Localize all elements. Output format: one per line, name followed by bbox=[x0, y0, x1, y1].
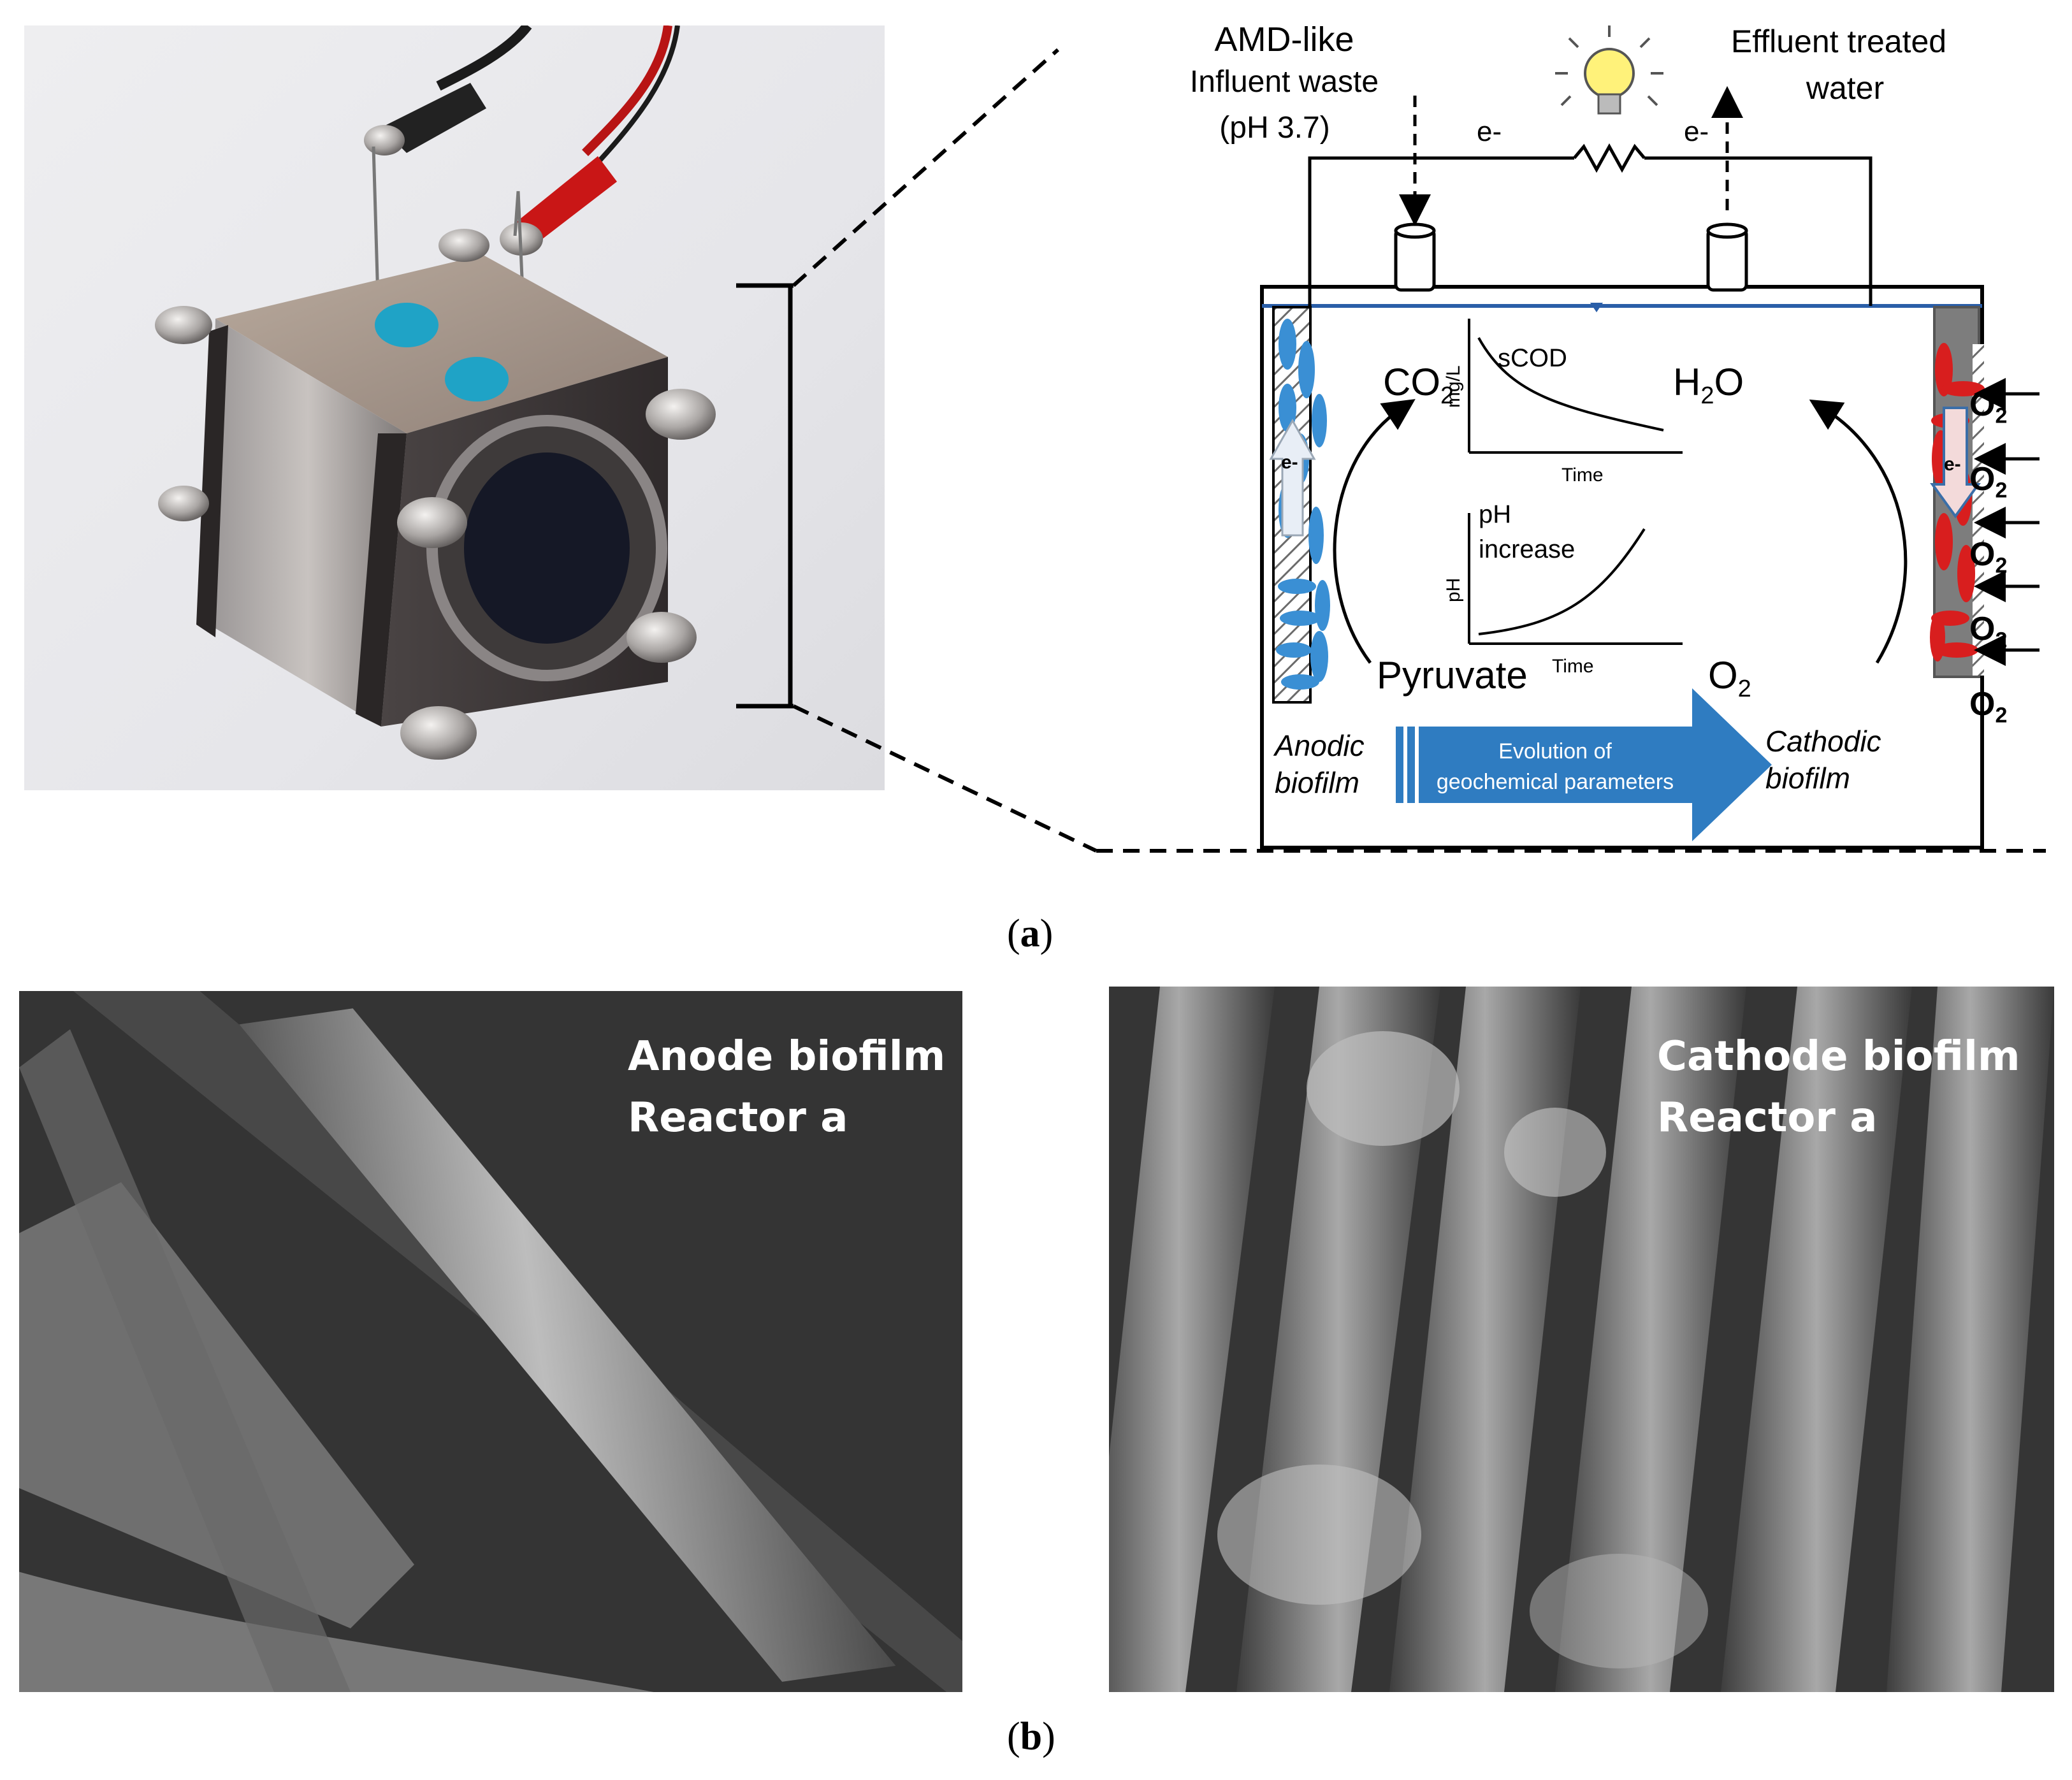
reactor-photo-drawing bbox=[155, 25, 716, 760]
evolution-arrow: Evolution of geochemical parameters bbox=[1396, 688, 1772, 841]
cathode-sem-label: Cathode biofilm Reactor a bbox=[1657, 1026, 2020, 1148]
cathode-sem-label-2: Reactor a bbox=[1657, 1094, 1878, 1141]
o2-cathode-label: O2 bbox=[1708, 653, 1751, 703]
scod-chart: sCOD mg/L Time bbox=[1443, 319, 1683, 486]
inlet-label-2: Influent waste bbox=[1189, 65, 1379, 99]
oxygen-input-4: O2 bbox=[1969, 611, 2008, 653]
mfc-schematic-drawing: e- e- bbox=[1260, 25, 2043, 850]
cathode-electron-arrow bbox=[1930, 407, 1981, 519]
oxygen-input-2: O2 bbox=[1969, 461, 2008, 503]
inlet-label-3: (pH 3.7) bbox=[1219, 111, 1330, 145]
h2o-label: H2O bbox=[1673, 360, 1744, 410]
anode-sem-label-2: Reactor a bbox=[628, 1094, 848, 1141]
anode-electron-label: e- bbox=[1281, 452, 1298, 473]
anode-reaction-arrow bbox=[1333, 399, 1416, 664]
h2o-main: H bbox=[1673, 361, 1701, 403]
pyruvate-label: Pyruvate bbox=[1377, 654, 1528, 697]
o2-main: O bbox=[1708, 654, 1738, 697]
ph-curve bbox=[1478, 528, 1646, 635]
cathode-reaction-arrow bbox=[1809, 399, 1908, 664]
electron-flow-right: e- bbox=[1684, 116, 1709, 147]
black-clip bbox=[381, 83, 486, 153]
sem-cathode-image bbox=[1109, 987, 2054, 1692]
oxygen-input-5: O2 bbox=[1969, 685, 2008, 727]
scod-curve bbox=[1477, 337, 1664, 431]
caption-b-letter: b bbox=[1020, 1715, 1043, 1758]
ph-chart: pH increase pH Time bbox=[1443, 500, 1683, 677]
co2-label: CO2 bbox=[1383, 360, 1454, 410]
light-bulb-icon bbox=[1555, 25, 1663, 115]
oxygen-input-1: O2 bbox=[1969, 386, 2008, 428]
red-clip bbox=[515, 156, 617, 245]
outlet-label-2: water bbox=[1806, 70, 1885, 106]
scod-series-label: sCOD bbox=[1498, 344, 1567, 372]
sem-anode-drawing bbox=[19, 991, 962, 1692]
oxygen-input-arrows bbox=[1974, 378, 2043, 666]
cathode-electron-label: e- bbox=[1944, 454, 1961, 475]
inlet-label-1: AMD-like bbox=[1214, 20, 1354, 59]
anode-sem-label: Anode biofilm Reactor a bbox=[628, 1026, 945, 1148]
caption-a-letter: a bbox=[1020, 912, 1040, 955]
electron-flow-left: e- bbox=[1477, 116, 1502, 147]
sem-anode-image bbox=[19, 991, 962, 1692]
anode-sem-label-1: Anode biofilm bbox=[628, 1033, 946, 1080]
scod-ylabel: mg/L bbox=[1443, 365, 1464, 408]
o2-sub: 2 bbox=[1737, 676, 1751, 702]
caption-b: (b) bbox=[1007, 1715, 1055, 1758]
h2o-end: O bbox=[1714, 361, 1744, 403]
anodic-label-2: biofilm bbox=[1275, 766, 1359, 799]
ph-xlabel: Time bbox=[1552, 656, 1594, 677]
evolution-label-1: Evolution of bbox=[1498, 739, 1612, 763]
outlet-label-1: Effluent treated bbox=[1730, 24, 1947, 59]
ph-series-label-2: increase bbox=[1479, 535, 1575, 563]
cathode-sem-label-1: Cathode biofilm bbox=[1657, 1033, 2020, 1080]
cathodic-label-1: Cathodic bbox=[1765, 725, 1881, 758]
oxygen-list: O2 O2 O2 O2 O2 bbox=[1969, 373, 2007, 747]
resistor bbox=[1573, 143, 1646, 173]
evolution-label-2: geochemical parameters bbox=[1437, 770, 1674, 794]
anodic-label-1: Anodic bbox=[1275, 729, 1365, 762]
reactor-photo bbox=[24, 25, 885, 790]
ph-series-label-1: pH bbox=[1479, 500, 1511, 528]
co2-main: CO bbox=[1383, 361, 1440, 403]
oxygen-input-3: O2 bbox=[1969, 535, 2008, 578]
h2o-sub: 2 bbox=[1700, 382, 1714, 409]
scod-xlabel: Time bbox=[1561, 465, 1604, 486]
co2-sub: 2 bbox=[1440, 382, 1454, 409]
caption-a: (a) bbox=[1007, 912, 1054, 955]
anode-electron-arrow bbox=[1269, 418, 1316, 537]
zoom-connector bbox=[736, 48, 2046, 853]
ph-ylabel: pH bbox=[1443, 578, 1464, 602]
sem-cathode-drawing bbox=[1109, 987, 2054, 1692]
wing-bolts bbox=[155, 229, 716, 760]
mfc-schematic: e- e- bbox=[1115, 13, 2043, 854]
cathodic-label-2: biofilm bbox=[1765, 762, 1850, 795]
